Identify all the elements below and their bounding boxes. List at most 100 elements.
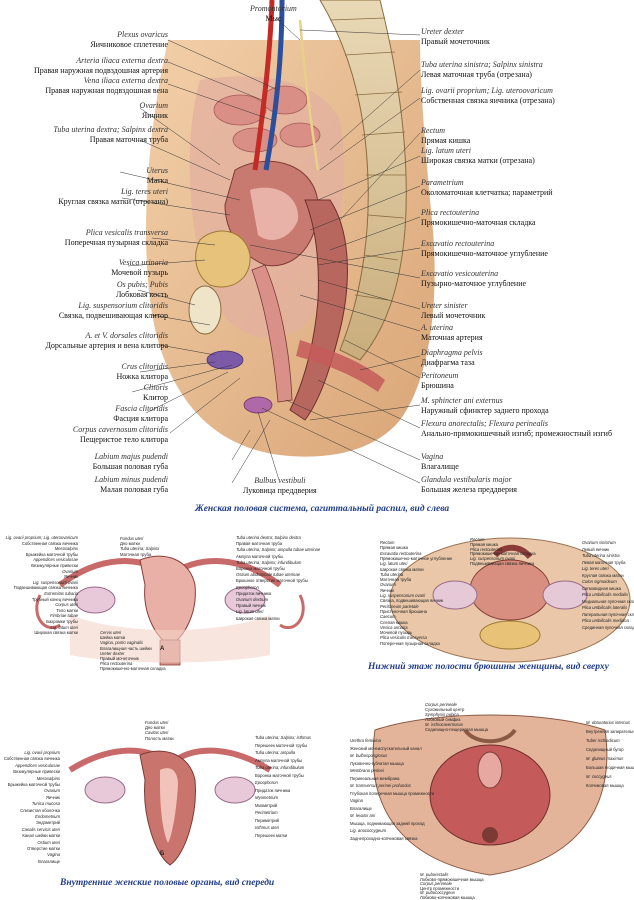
p1-right-label-0: Tuba uterina dextra; Salpinx dextra (236, 535, 301, 540)
p3-left-label-11: Эндометрий (35, 820, 60, 826)
p1-left-label-17: Широкая связка матки (34, 630, 78, 636)
p3-left-label-7: Яичник (45, 794, 60, 800)
p4-top-label-2: Symphysis pubica (425, 712, 459, 717)
intestine-loops (213, 85, 321, 153)
p2-left-label-2: Excavatio rectouterina (380, 550, 422, 556)
russian-term: Околоматочная клетчатка; параметрий (421, 187, 553, 197)
p3-top-label-0: Fundus uteri (145, 720, 169, 725)
p2-left-label-10: Lig. suspensorium ovarii (380, 593, 426, 598)
russian-term: Лобковая кость (115, 289, 168, 299)
p3-left-label-3: Везикулярные привески (13, 769, 60, 775)
russian-term: Поперечная пузырная складка (64, 237, 168, 247)
russian-term: Мочевой пузырь (111, 267, 168, 277)
latin-term: Labium minus pudendi (94, 475, 168, 484)
p2-right-label-3: Левая маточная труба (582, 559, 626, 565)
p1-right-label-13: Широкая связка матки (236, 615, 280, 621)
latin-term: Arteria iliaca externa dextra (76, 56, 168, 65)
p3-right-label-13: Перешеек матки (255, 832, 288, 838)
p4-right-label-6: M. coccygeus (586, 774, 612, 779)
p3-right-label-2: Tuba uterina; ampulla (255, 750, 296, 755)
p4-bottom-label-2: Corpus perineale (420, 881, 452, 886)
p4-left-label-7: Глубокая поперечная мышца промежности (350, 790, 435, 796)
latin-term: Parametrium (421, 178, 464, 187)
p1-bottom-label-1: Шейка матки (100, 635, 126, 641)
bladder-above (479, 620, 541, 650)
p1-left-label-16: Lig. latum uteri (50, 624, 78, 630)
fimbriae-left (35, 594, 61, 630)
vestibular-bulb (243, 396, 273, 414)
p4-right-label-2: Tuber ischiadicum (586, 738, 620, 743)
russian-term: Клитор (143, 392, 168, 402)
pubic-symphysis (463, 728, 517, 744)
p2-left-label-7: Маточная труба (380, 577, 412, 583)
ovary-b (542, 580, 588, 610)
anus (482, 827, 498, 843)
p1-bottom-label-4: Ureter dexter (100, 650, 125, 656)
latin-term: Lig. ovarii proprium; Lig. uteroovaricum (421, 86, 553, 95)
p4-left-label-9: Влагалище (350, 805, 372, 811)
p1-right-label-3: Ампула маточной трубы (236, 553, 284, 559)
p4-left-label-4: Membrana perinei (350, 768, 384, 773)
russian-term: Правая маточная труба (89, 134, 168, 144)
ovary-section-right (214, 776, 256, 804)
p4-top-label-1: Сухожильный центр (425, 707, 465, 712)
p1-left-label-8: Lig. suspensorium ovarii (32, 579, 78, 585)
russian-term: Маточная артерия (421, 332, 483, 342)
p2-right-label-13: Срединная пупочная складка (582, 624, 634, 630)
p3-right-label-4: Tuba uterina; infundibulum (255, 765, 305, 770)
p2-left-label-16: Vesica urinaria (380, 624, 408, 630)
latin-term: Vesica urinaria (118, 258, 168, 267)
fimbriae-right (279, 594, 305, 630)
russian-term: Анально-прямокишечный изгиб; промежностн… (421, 428, 613, 438)
russian-term: Левая маточная труба (отрезана) (421, 69, 532, 79)
p2-right-label-1: Левый яичник (582, 546, 610, 552)
p2-right-label-5: Круглая связка матки (582, 572, 624, 578)
caption-internal: Внутренние женские половые органы, вид с… (60, 878, 275, 888)
p4-left-label-10: M. levator ani (350, 813, 376, 818)
p2-right-label-4: Lig. teres uteri (582, 566, 609, 571)
p2-left-label-19: Поперечная пузырная складка (380, 640, 440, 646)
sacrum-vertebrae (319, 0, 407, 361)
latin-term: Ovarium (139, 101, 168, 110)
p3-right-label-7: Придаток яичника (255, 787, 291, 793)
latin-term: Tuba uterina dextra; Salpinx dextra (53, 125, 168, 134)
russian-term: Влагалище (421, 461, 459, 471)
russian-term: Правая наружная подвздошная вена (45, 85, 168, 95)
russian-term: Широкая связка матки (отрезана) (421, 155, 535, 165)
p1-right-label-2: Tuba uterina; Salpinx; ampulla tubae ute… (236, 547, 321, 553)
p4-right-label-4: M. gluteus maximus (586, 756, 624, 761)
p2-top-label-4: Lig. suspensorium ovarii (470, 556, 516, 562)
p1-right-label-1: Правая маточная труба (236, 541, 283, 547)
p3-top-label-3: Полость матки (145, 735, 174, 741)
uterus-above (469, 559, 551, 621)
p2-right-label-7: Сигмовидная кишка (582, 585, 621, 591)
p3-right-label-10: Perimetrium (255, 810, 278, 815)
p2-right-label-8: Plica umbilicalis medialis (582, 592, 629, 597)
russian-term: Правый мочеточник (421, 36, 490, 46)
russian-term: Дорсальные артерия и вена клитора (45, 340, 168, 350)
latin-term: Labium majus pudendi (94, 452, 168, 461)
latin-term: Peritoneum (421, 371, 459, 380)
p3-right-label-12: Isthmus uteri (255, 825, 279, 830)
p4-bottom-label-5: Лобково-копчиковая мышца (420, 894, 475, 900)
p1-left-label-1: Собственная связка яичника (21, 540, 78, 546)
p4-right-label-1: Внутренняя запирательная мышца (586, 729, 634, 734)
p2-left-label-3: Прямокишечно-маточное углубление (380, 555, 453, 561)
bladder (195, 230, 251, 288)
p3-left-label-4: Mesosalpinx (36, 775, 60, 781)
latin-term: Glandula vestibularis major (421, 475, 512, 484)
